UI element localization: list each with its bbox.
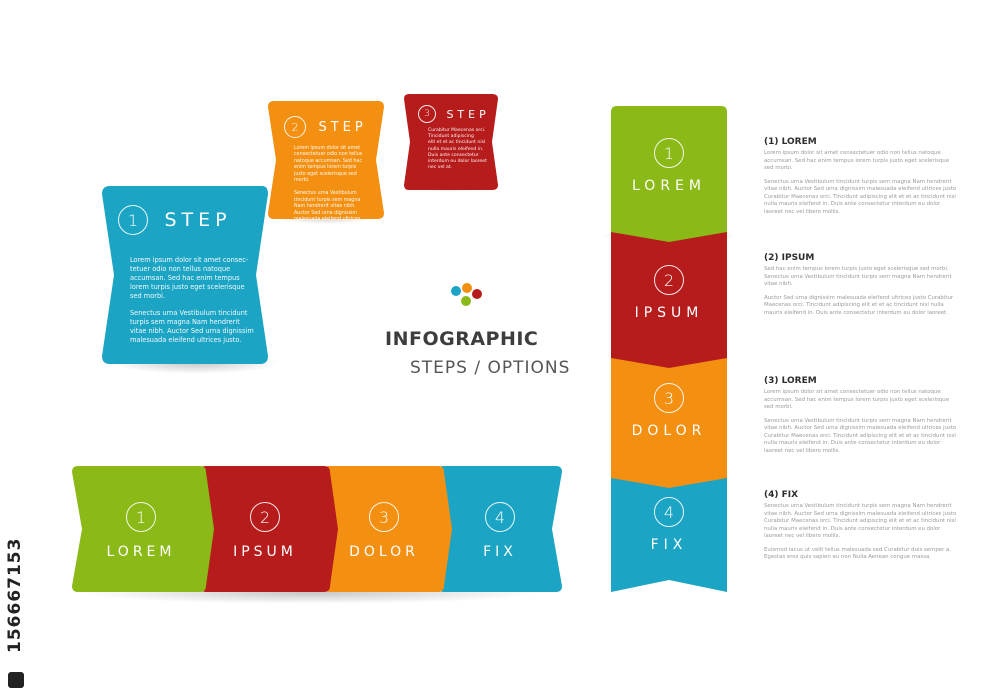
step-text-line: Lorem ipsum dolor sit amet	[294, 146, 361, 151]
side-text-1: Lorem ipsum dolor sit amet consectetuer …	[764, 150, 959, 223]
step-3-header: 3 STEP	[418, 105, 490, 123]
side-text-3: Lorem ipsum dolor sit amet consectetuer …	[764, 389, 959, 462]
side-heading-3: (3) LOREM	[764, 376, 817, 386]
vertical-item-4-number: 4	[654, 497, 684, 527]
step-text-line	[130, 300, 258, 309]
horizontal-item-3-label: DOLOR	[349, 544, 419, 560]
horizontal-item-2: 2 IPSUM	[200, 466, 330, 592]
step-text-line: natoque accumsan. Sed hac	[294, 158, 362, 164]
side-paragraph: Lorem ipsum dolor sit amet consectetuer …	[764, 150, 950, 172]
step-text-line: tincidunt turpis sem magna	[294, 197, 361, 203]
step-text-line: sed morbi.	[130, 291, 166, 300]
side-paragraph: Senectus urna Vestibulum tincidunt turpi…	[764, 503, 957, 540]
step-text-line: accumsan. Sed hac enim tempus	[130, 273, 240, 282]
step-text-line: justo eget scelerisque sed	[294, 171, 357, 177]
horizontal-item-2-label: IPSUM	[233, 544, 297, 560]
step-text-line: elit et et ac tincidunt nisl	[428, 140, 486, 146]
side-paragraph: Sed hac enim tempus lorem turpis justo e…	[764, 266, 952, 288]
horizontal-item-4-label: FIX	[483, 544, 517, 560]
side-paragraph: Senectus urna Vestibulum tincidunt turpi…	[764, 417, 957, 454]
horizontal-item-1-number: 1	[126, 502, 156, 532]
stock-id-text: 156667153	[5, 537, 25, 653]
step-text-line: interdum eu dolor laoreet	[428, 158, 487, 164]
step-3-text: Curabitur Maecenas orci.Tincidunt adipis…	[428, 128, 494, 171]
side-paragraph: Auctor Sed urna dignissim malesuada elei…	[764, 294, 954, 316]
step-1-header: 1 STEP	[118, 205, 232, 235]
horizontal-item-1-label: LOREM	[106, 544, 176, 560]
step-3-number: 3	[418, 105, 436, 123]
step-text-line: nulla mauris eleifend in.	[428, 146, 484, 152]
side-text-4: Senectus urna Vestibulum tincidunt turpi…	[764, 503, 959, 568]
colored-dots-logo-icon	[451, 283, 482, 306]
step-text-line: malesuada eleifend ultrices justo.	[130, 336, 242, 345]
step-text-line: Auctor Sed urna dignissim	[294, 210, 358, 216]
step-1-title: STEP	[164, 209, 232, 231]
horizontal-item-3: 3 DOLOR	[324, 466, 444, 592]
side-heading-2: (2) IPSUM	[764, 253, 815, 263]
step-2-header: 2 STEP	[284, 116, 367, 138]
step-1-number: 1	[118, 205, 148, 235]
vertical-item-4: 4 FIX	[611, 497, 727, 553]
step-text-line: vitae nibh. Auctor Sed urna dignissim	[130, 327, 254, 336]
vertical-item-1-number: 1	[654, 138, 684, 168]
step-text-line: Duis ante consectetur	[428, 152, 479, 158]
step-3-title: STEP	[446, 107, 490, 121]
vertical-item-3-label: DOLOR	[631, 423, 707, 439]
step-text-line: morbi.	[294, 178, 310, 184]
vertical-item-3: 3 DOLOR	[611, 383, 727, 439]
vertical-column-shapes	[611, 106, 727, 592]
step-text-line: Lorem ipsum dolor sit amet consec-	[130, 256, 249, 264]
vertical-item-2: 2 IPSUM	[611, 265, 727, 321]
infographic-title: INFOGRAPHIC	[385, 328, 539, 350]
horizontal-item-1: 1 LOREM	[72, 466, 210, 592]
vertical-item-1-label: LOREM	[632, 178, 706, 194]
horizontal-item-4-number: 4	[485, 502, 515, 532]
horizontal-item-4: 4 FIX	[440, 466, 560, 592]
infographic-subtitle: STEPS / OPTIONS	[410, 358, 571, 378]
vertical-item-2-label: IPSUM	[634, 305, 704, 321]
step-text-line: Tincidunt adipiscing	[428, 134, 474, 140]
side-heading-1: (1) LOREM	[764, 137, 817, 147]
step-text-line: malesuada eleifend ultrices	[294, 217, 361, 223]
step-2-title: STEP	[318, 119, 367, 135]
step-text-line: nec vel at.	[428, 165, 453, 171]
step-1-text: Lorem ipsum dolor sit amet consec-tetuer…	[130, 256, 258, 345]
step-text-line: lorem turpis justo eget scelerisque	[130, 282, 245, 291]
side-paragraph: Lorem ipsum dolor sit amet consectetuer …	[764, 389, 950, 411]
vertical-item-4-label: FIX	[650, 537, 688, 553]
step-text-line: consectetuer odio non tellus	[294, 152, 363, 158]
stock-watermark: 156667153	[5, 460, 26, 690]
horizontal-item-2-number: 2	[250, 502, 280, 532]
step-2-number: 2	[284, 116, 306, 138]
step-text-line: Nam hendrerit vitae nibh.	[294, 204, 356, 210]
vertical-item-2-number: 2	[654, 265, 684, 295]
side-paragraph: Senectus urna Vestibulum tincidunt turpi…	[764, 178, 957, 215]
step-text-line: Curabitur Maecenas orci.	[428, 128, 486, 133]
side-text-2: Sed hac enim tempus lorem turpis justo e…	[764, 266, 959, 323]
adobe-stock-logo-icon	[8, 672, 24, 688]
side-heading-4: (4) FIX	[764, 490, 799, 500]
vertical-item-3-number: 3	[654, 383, 684, 413]
step-text-line: Senectus urna Vestibulum	[294, 191, 357, 197]
horizontal-item-3-number: 3	[369, 502, 399, 532]
step-text-line: turpis sem magna Nam hendrerit	[130, 318, 240, 327]
step-text-line: enim tempus lorem turpis	[294, 165, 357, 171]
side-paragraph: Euismod lacus ut velit tellus malesuada …	[764, 546, 952, 561]
step-text-line: Senectus urna Vestibulum tincidunt	[130, 309, 248, 318]
vertical-item-1: 1 LOREM	[611, 138, 727, 194]
step-text-line: tetuer odio non tellus natoque	[130, 264, 231, 273]
